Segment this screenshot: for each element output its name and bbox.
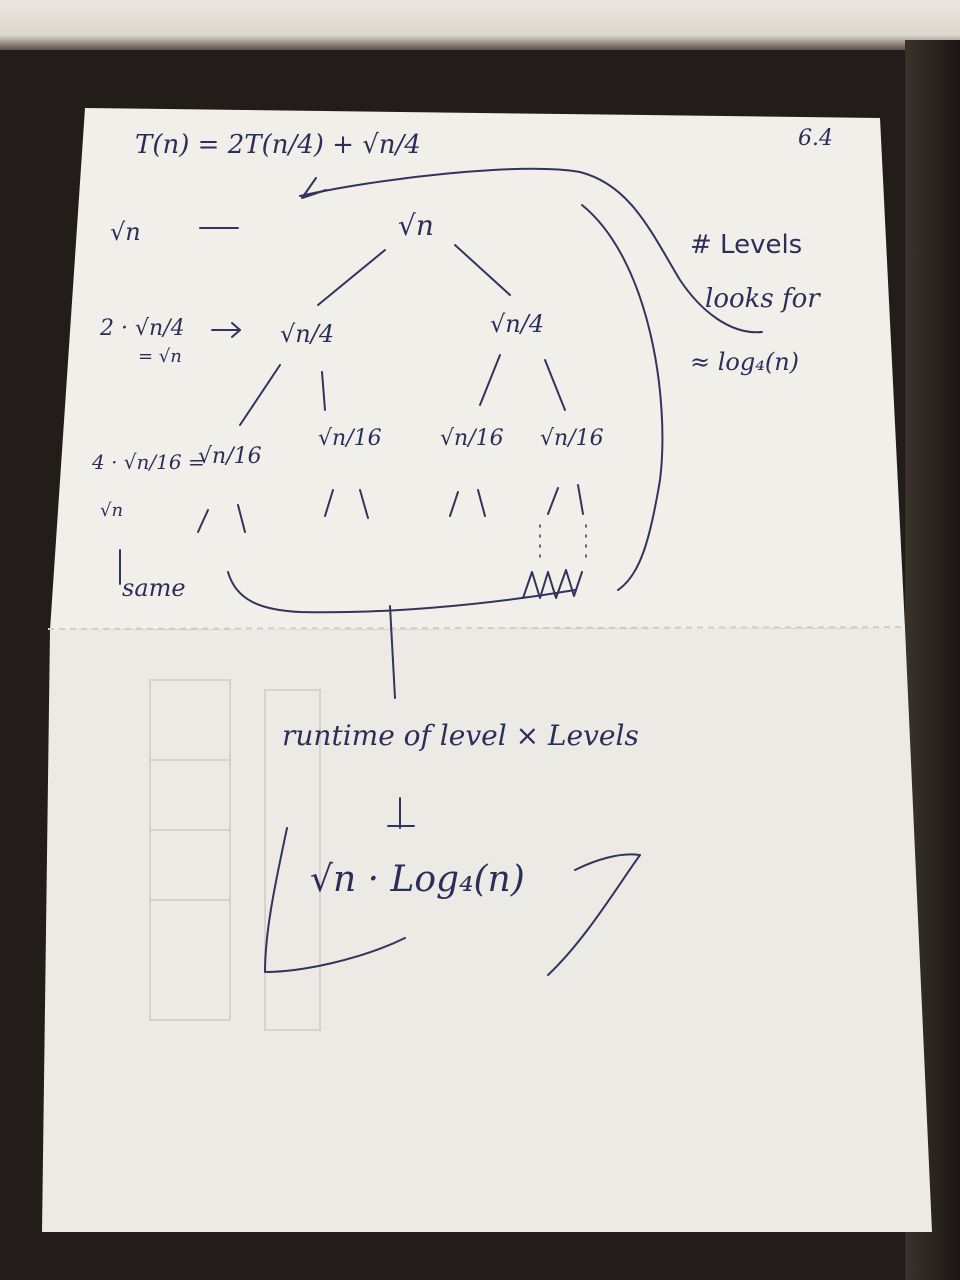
level2-node: √n/16: [540, 426, 604, 451]
level1-left-node: √n/4: [280, 320, 335, 348]
recurrence-equation: T(n) = 2T(n/4) + √n/4: [135, 130, 421, 160]
level1-cost-result: = √n: [138, 346, 182, 367]
levels-note-line1: # Levels: [690, 230, 803, 260]
corner-mark: 6.4: [798, 126, 833, 151]
level2-cost-result: √n: [100, 500, 124, 521]
levels-note-line3: ≈ log₄(n): [690, 348, 800, 376]
final-result: √n · Log₄(n): [310, 859, 525, 900]
level2-node: √n/16: [440, 426, 504, 451]
level1-right-node: √n/4: [490, 310, 545, 338]
runtime-summary: runtime of level × Levels: [282, 719, 639, 752]
levels-note-line2: looks for: [705, 284, 820, 314]
root-level-cost: √n: [110, 218, 141, 246]
level2-node: √n/16: [318, 426, 382, 451]
tree-root-node: √n: [398, 209, 434, 242]
level2-node: √n/16: [198, 444, 262, 469]
same-label: same: [122, 574, 186, 602]
desk-background: [0, 0, 960, 50]
level1-cost: 2 · √n/4: [100, 316, 185, 341]
level2-cost: 4 · √n/16 =: [92, 450, 205, 474]
